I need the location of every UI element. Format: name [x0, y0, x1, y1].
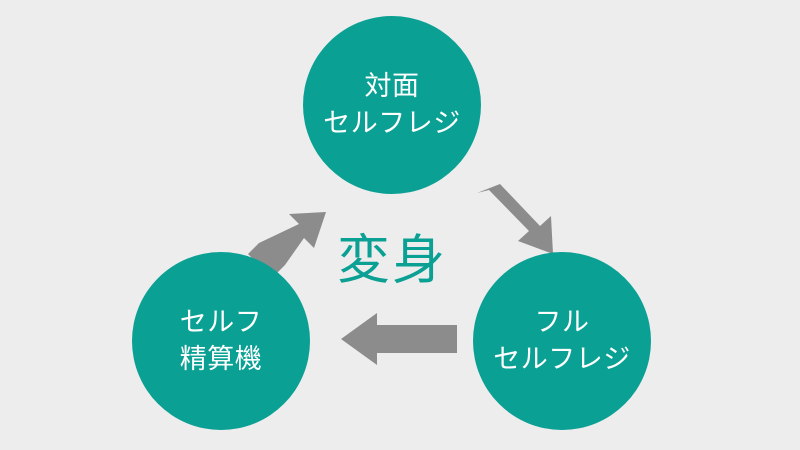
node-full-self-register[interactable]: フル セルフレジ	[473, 252, 651, 430]
node-label-line: フル	[534, 307, 590, 337]
node-label-line: セルフレジ	[323, 108, 461, 138]
arrow-top-to-right	[477, 184, 553, 254]
node-label-line: 精算機	[179, 344, 263, 374]
center-label: 変身	[337, 231, 447, 290]
node-label-line: セルフ	[179, 307, 263, 337]
node-self-seisanki[interactable]: セルフ 精算機	[132, 252, 310, 430]
arrow-left-to-top	[248, 212, 326, 278]
node-taimen-self-register[interactable]: 対面 セルフレジ	[303, 16, 481, 194]
node-label-line: セルフレジ	[493, 344, 631, 374]
node-label-line: 対面	[364, 71, 420, 101]
arrow-right-to-left	[341, 313, 457, 365]
